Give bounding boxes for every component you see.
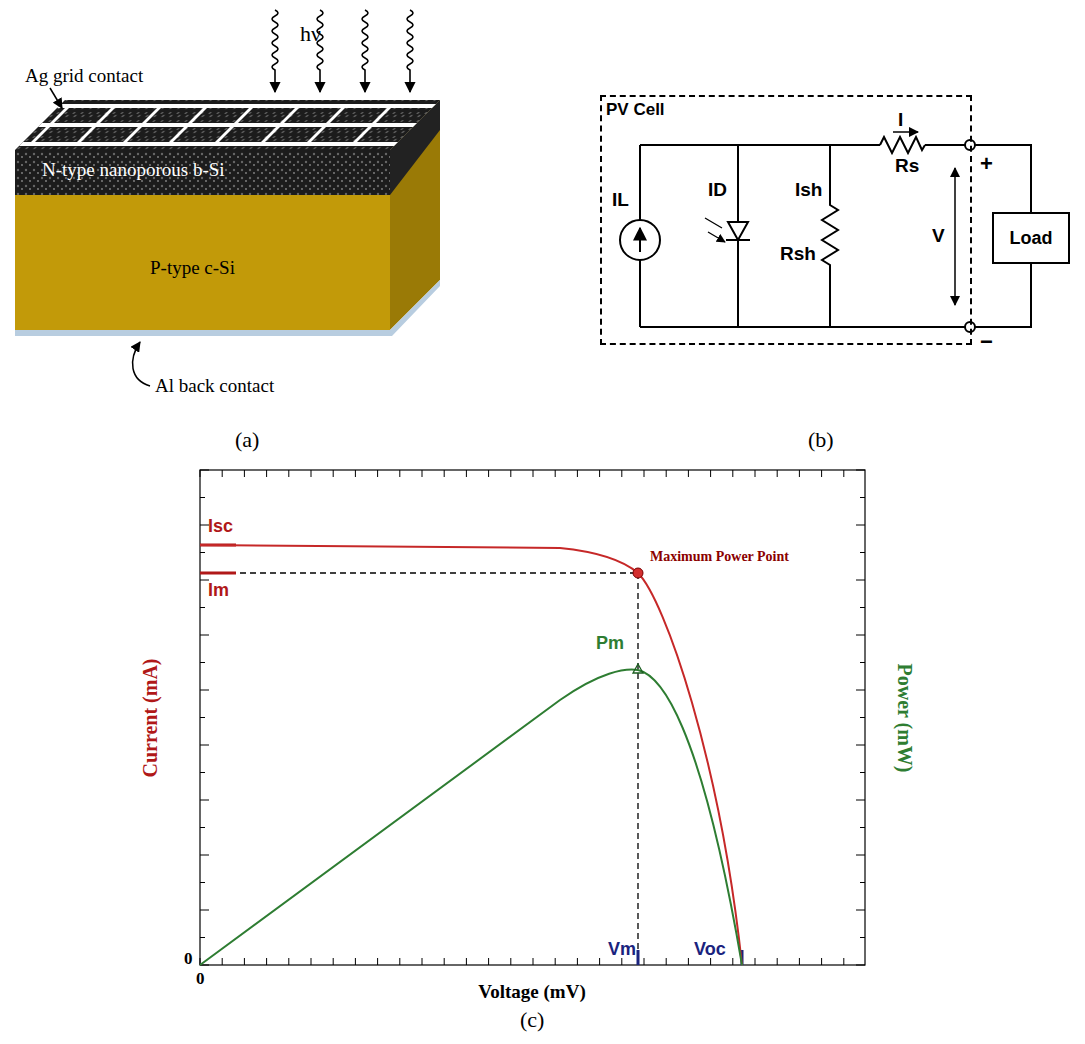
load-box: Load (992, 212, 1070, 264)
circuit-schematic (620, 132, 975, 332)
current-label: I (898, 110, 903, 131)
current-label: ID (708, 180, 727, 201)
panel-label: (c) (520, 1008, 544, 1032)
panel-label: (a) (235, 428, 259, 452)
point-label: Maximum Power Point (650, 549, 789, 564)
voltage-label: V (932, 226, 945, 247)
axis-marker: Isc (208, 517, 233, 537)
terminal-sign: + (980, 152, 993, 176)
axis-marker: Pm (596, 634, 624, 654)
wire (975, 145, 1031, 212)
axis-value: 0 (196, 970, 205, 989)
current-label: IL (612, 190, 629, 211)
node-text: Load (1010, 228, 1053, 249)
axis-marker: Vm (608, 940, 636, 960)
part-name: N-type nanoporous b-Si (42, 160, 225, 181)
part-name: Ag grid contact (25, 66, 143, 87)
resistor-label: Rs (895, 156, 919, 177)
current-label: Ish (795, 180, 822, 201)
axis-marker: Voc (694, 940, 726, 960)
panel-label: (b) (808, 428, 834, 452)
axis-title: Power (mW) (894, 663, 916, 772)
solar-cell-block (15, 10, 440, 386)
terminal-sign: − (980, 330, 993, 354)
wire (975, 264, 1031, 327)
node-text: PV Cell (606, 100, 966, 120)
axis-marker: Im (208, 581, 229, 601)
part-name: P-type c-Si (150, 258, 235, 279)
axis-title: Voltage (mV) (478, 982, 585, 1003)
part-name: Al back contact (155, 376, 274, 397)
photon-label: hν (300, 22, 321, 46)
axis-value: 0 (184, 950, 193, 969)
resistor-label: Rsh (780, 244, 816, 265)
iv-chart (200, 470, 865, 965)
pv-cell-boundary: PV Cell (600, 95, 972, 345)
axis-title: Current (mA) (139, 658, 161, 777)
